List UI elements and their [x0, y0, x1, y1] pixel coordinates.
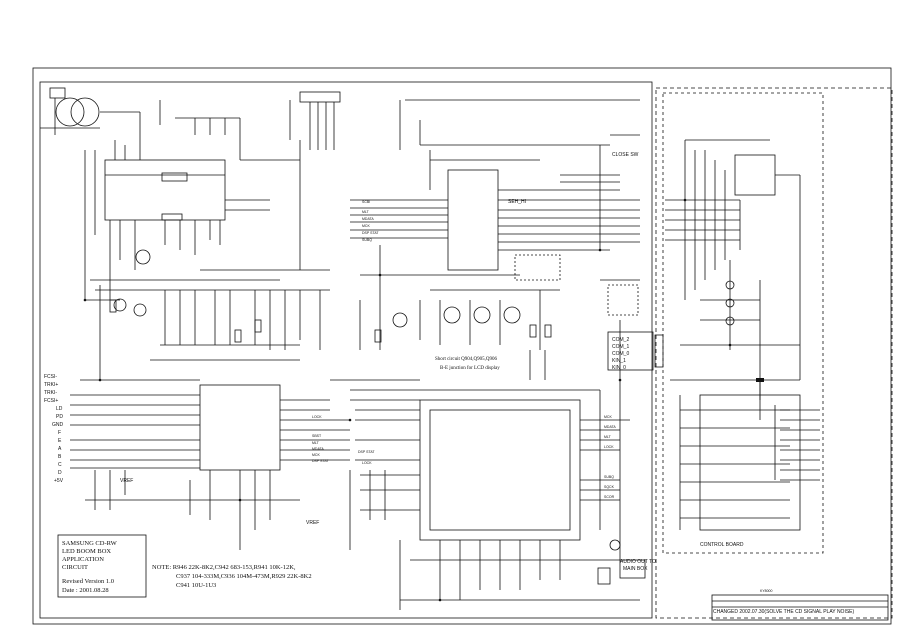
sub-signal-0: SUBQ — [604, 475, 614, 479]
note-line-3: C941 10U-1U3 — [176, 582, 216, 589]
left-signal-8: E — [58, 438, 62, 444]
title-block-box — [57, 534, 147, 598]
audio-out-line-2: MAIN BOX — [623, 566, 648, 572]
lock-label: LOCK — [362, 461, 372, 465]
title-line-2: LED BOOM BOX — [62, 548, 111, 555]
left-signal-0: FCSI- — [44, 374, 57, 380]
info-box — [711, 594, 889, 621]
vref-left: VREF — [120, 478, 133, 484]
left-signal-9: A — [58, 446, 62, 452]
note-line-2: C937 104-333M,C936 104M-473M,R929 22K-8K… — [176, 573, 312, 580]
left-signal-7: F — [58, 430, 61, 436]
control-board-label: CONTROL BOARD — [700, 542, 744, 548]
title-line-4: CIRCUIT — [62, 564, 88, 571]
revision-date: Date : 2001.08.28 — [62, 587, 109, 594]
ic-right-signal-3: LOCK — [604, 445, 614, 449]
left-signal-4: LD — [56, 406, 63, 412]
com-signal-4: KIN_0 — [612, 365, 626, 371]
left-signal-13: +5V — [54, 478, 64, 484]
mcu-chip — [447, 169, 499, 271]
short-circuit-line-2: B-E junction for LCD display — [440, 366, 500, 371]
com-signal-2: COM_0 — [612, 351, 629, 357]
title-line-1: SAMSUNG CD-RW — [62, 540, 118, 547]
left-signal-1: TRKI+ — [44, 382, 58, 388]
ic-right-signal-2: MLT — [604, 435, 612, 439]
vref-bottom: VREF — [306, 520, 319, 526]
ic-left-signal-3: MDATA — [312, 447, 324, 451]
left-signal-11: C — [58, 462, 62, 468]
outer-frame — [32, 67, 892, 625]
ic-right-signal-0: MCK — [604, 415, 612, 419]
servo-chip — [199, 384, 281, 471]
audio-out-line-1: AUDIO OUT TO — [620, 559, 656, 565]
close-sw-label: CLOSE SW — [612, 152, 639, 158]
sub-signal-1: SQCK — [604, 485, 615, 489]
com-signal-1: COM_1 — [612, 344, 629, 350]
bus-signal-1: MLT — [362, 210, 370, 214]
ic-left-signal-2: MLT — [312, 441, 320, 445]
inner-frame — [39, 81, 653, 619]
model-label: KY8000 — [760, 589, 773, 593]
bus-signal-3: MCK — [362, 224, 370, 228]
left-signal-labels: FCSI- TRKI+ TRKI- FCSI+ LD PD GND F E A … — [44, 374, 64, 484]
left-signal-12: D — [58, 470, 62, 476]
control-board-frame — [655, 87, 893, 619]
com-signal-3: KIN_1 — [612, 358, 626, 364]
left-signal-2: TRKI- — [44, 390, 57, 396]
left-signal-6: GND — [52, 422, 64, 428]
ic-left-signal-0: LOCK — [312, 415, 322, 419]
dsp-stat-label: DSP STAT — [358, 450, 375, 454]
switch-block — [699, 394, 801, 531]
lcd-connector — [607, 331, 654, 371]
bus-signal-2: MDATA — [362, 217, 374, 221]
left-signal-10: B — [58, 454, 62, 460]
power-ic — [104, 159, 226, 221]
revised-version: Revised Version 1.0 — [62, 578, 114, 585]
sub-signal-2: SCOR — [604, 495, 615, 499]
bus-signal-5: SUBQ — [362, 238, 372, 242]
title-line-3: APPLICATION — [62, 556, 104, 563]
note-line-1: NOTE: R946 22K-8K2,C942 683-153,R941 10K… — [152, 564, 296, 571]
left-signal-3: FCSI+ — [44, 398, 58, 404]
display-module — [734, 154, 776, 196]
short-circuit-line-1: Short circuit Q904,Q905,Q906 — [435, 357, 497, 362]
left-signal-5: PD — [56, 414, 63, 420]
dsp-chip — [419, 399, 581, 541]
ic-left-signal-1: SBST — [312, 434, 322, 438]
bus-signal-0: SCBI — [362, 200, 370, 204]
ic-left-signal-4: MCK — [312, 453, 320, 457]
com-signal-0: COM_2 — [612, 337, 629, 343]
ic-left-signal-5: DSP STAT — [312, 459, 329, 463]
seh-label: SEH_HI — [508, 199, 526, 205]
changed-note: CHANGED 2002.07.30(SOLVE THE CD SIGNAL P… — [713, 609, 854, 615]
ic-right-signal-1: MDATA — [604, 425, 616, 429]
bus-signal-4: DSP STAT — [362, 231, 379, 235]
